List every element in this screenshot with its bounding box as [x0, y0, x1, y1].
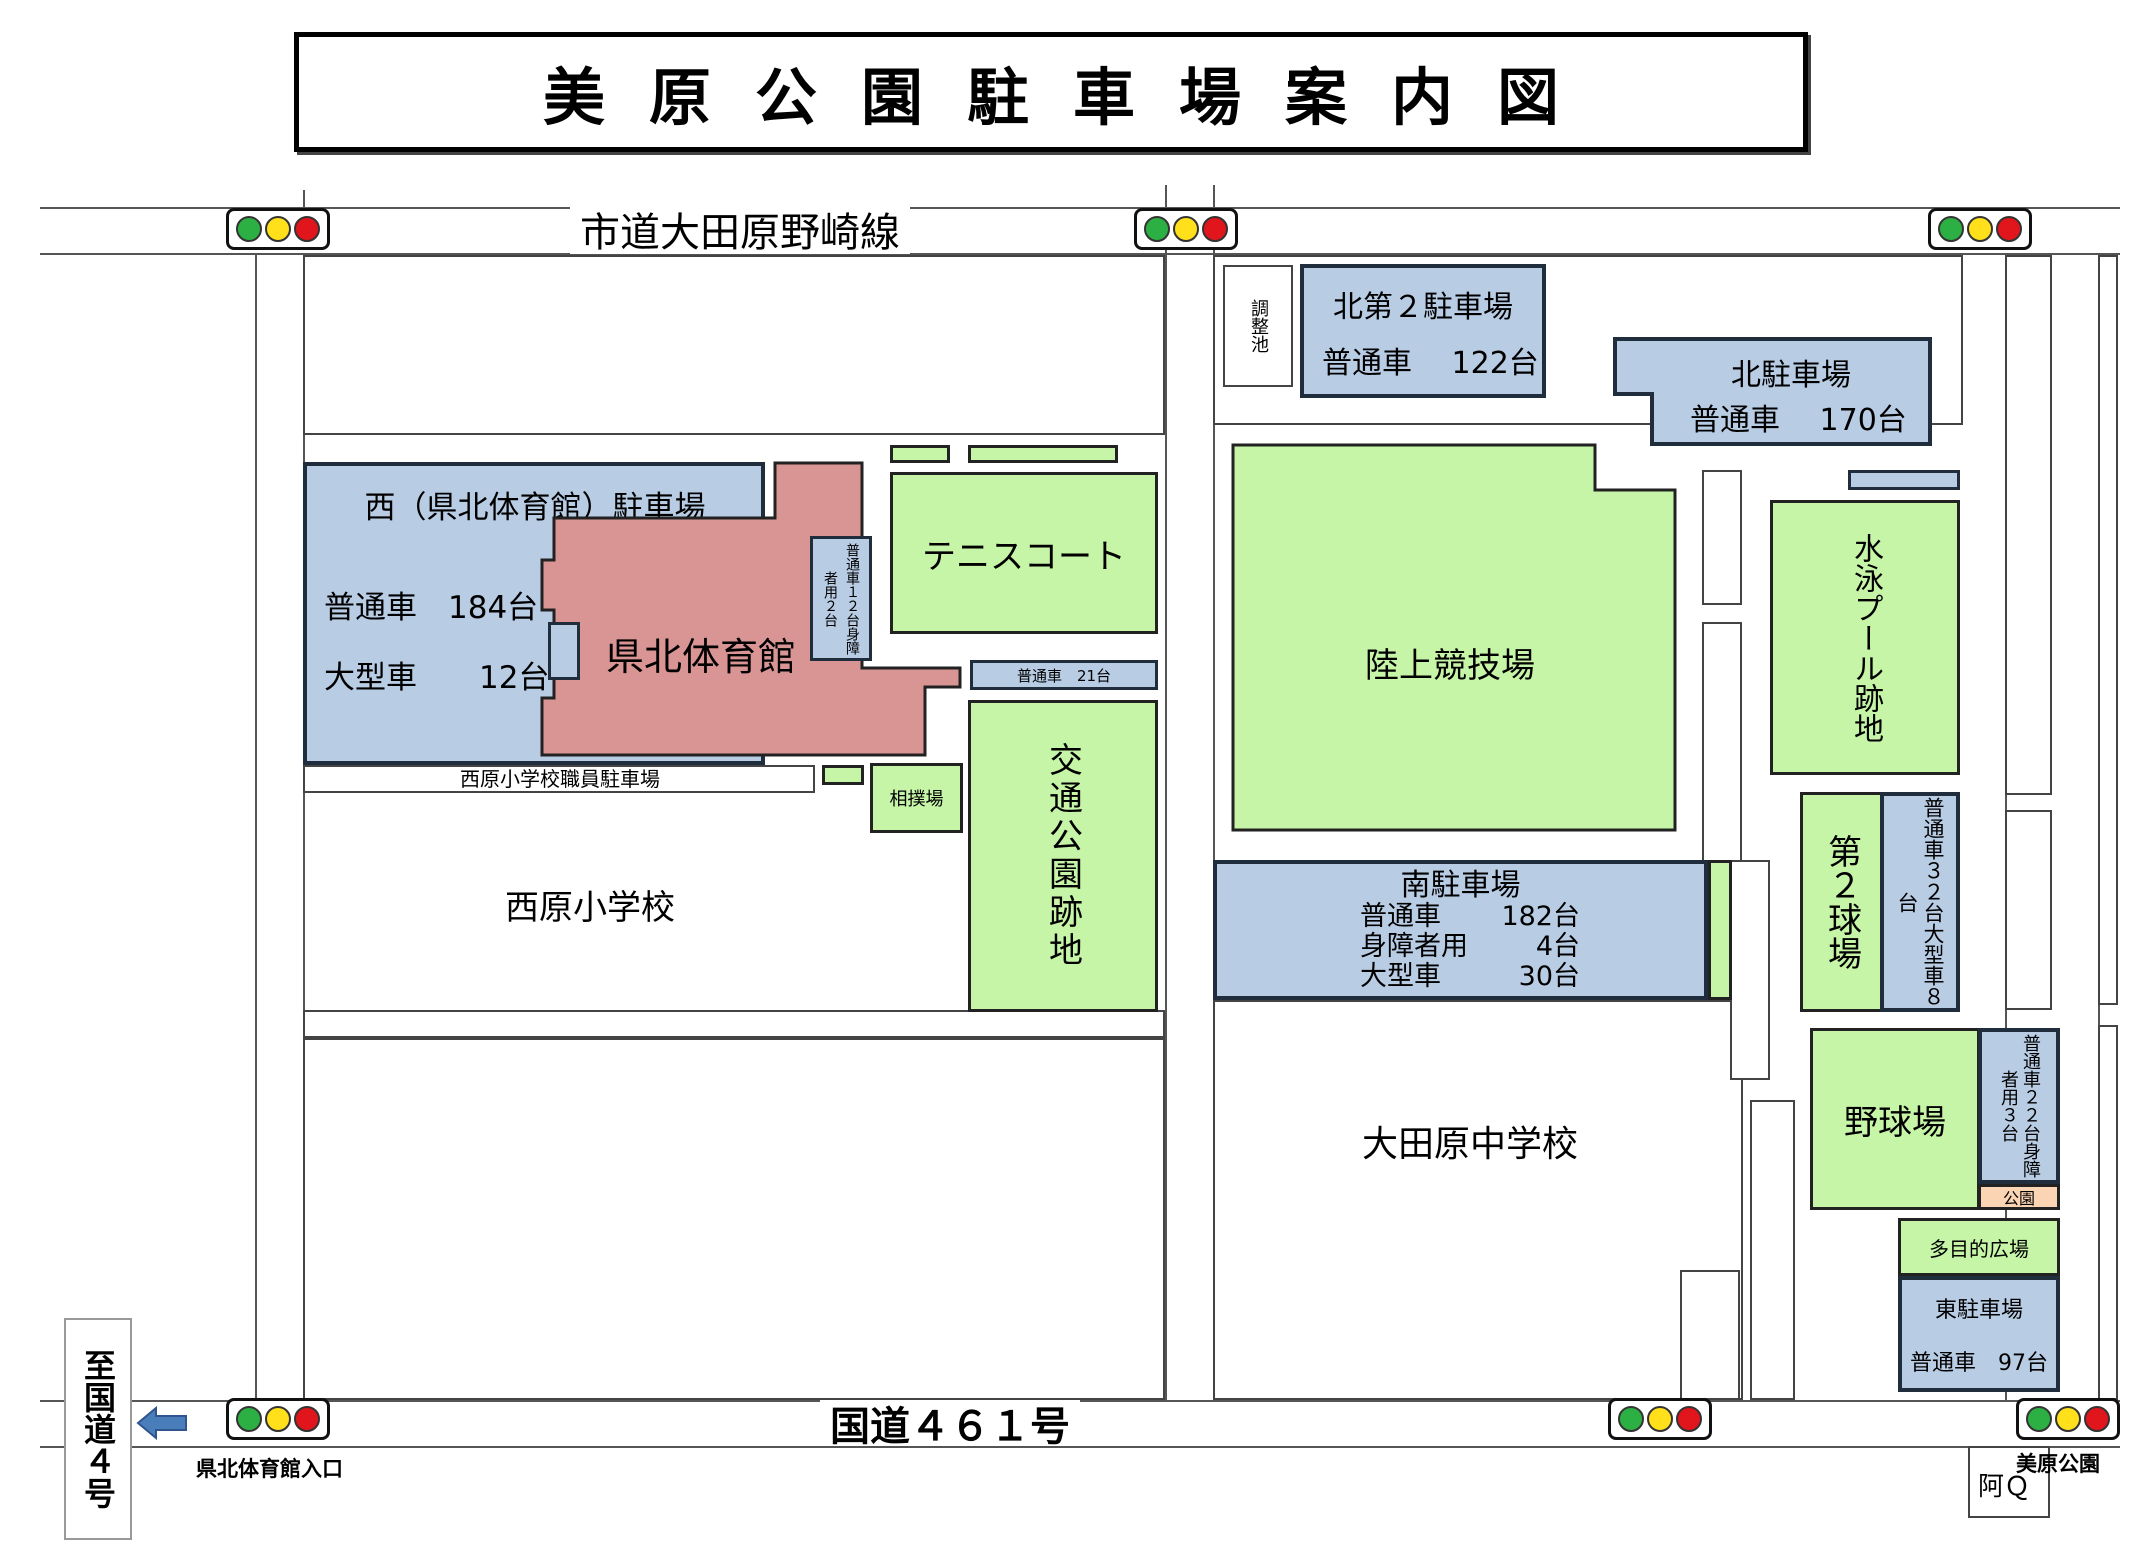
- gym-label: 県北体育館: [605, 635, 796, 679]
- block-east-strip-3: [2098, 255, 2118, 1005]
- west-road-line-1: [255, 253, 257, 1400]
- block-west-middle-road: [303, 1010, 1165, 1038]
- nishihara-staff-label: 西原小学校職員駐車場: [460, 767, 660, 791]
- small-green-bar-2: [968, 445, 1118, 463]
- parking-north2[interactable]: [1300, 264, 1546, 398]
- traffic-park-site[interactable]: 交通公園跡地: [968, 700, 1158, 1012]
- south-road-edge-top: [40, 1400, 2120, 1402]
- junior-high-label: 大田原中学校: [1361, 1124, 1578, 1165]
- map-title: 美原公園駐車場案内図: [294, 32, 1808, 152]
- block-southwest: [303, 1038, 1165, 1400]
- block-path-4: [1680, 1270, 1740, 1400]
- block-path-2: [1702, 622, 1742, 872]
- track-field[interactable]: [1230, 442, 1680, 834]
- pool-top-parking[interactable]: [1848, 470, 1960, 490]
- center-road-line-1: [1165, 185, 1167, 1400]
- parking-south-rows: 普通車 182台 身障者用 4台 大型車 30台: [1360, 902, 1580, 992]
- bus-stop-label: 阿Ｑ: [1978, 1472, 2031, 1502]
- traffic-signal-icon: [226, 208, 330, 250]
- arrow-left-icon: [136, 1406, 187, 1440]
- block-path-5: [1730, 860, 1770, 1080]
- regulating-pond: 調整池: [1223, 265, 1293, 387]
- parking-east[interactable]: [1898, 1276, 2060, 1392]
- entrance-label: 県北体育館入口: [196, 1457, 343, 1481]
- south-road-edge-bottom: [40, 1446, 2120, 1448]
- track-field-label: 陸上競技場: [1365, 646, 1535, 686]
- block-junior-high: [1213, 1000, 1743, 1400]
- block-east-strip-2: [2005, 810, 2052, 1010]
- parking-south-row-label: 大型車: [1360, 961, 1441, 992]
- pool-site[interactable]: 水泳プール跡地: [1770, 500, 1960, 775]
- parking-east-name: 東駐車場: [1934, 1298, 2023, 1323]
- parking-south-row-value: 30台: [1518, 961, 1580, 992]
- traffic-signal-icon: [1608, 1398, 1712, 1440]
- traffic-signal-icon: [2016, 1398, 2120, 1440]
- parking-west-large: 大型車 12台: [324, 660, 550, 696]
- gym-entrance-parking[interactable]: [548, 622, 580, 680]
- south-green-strip: [1708, 860, 1732, 1000]
- block-path-1: [1702, 470, 1742, 605]
- parking-north-regular: 普通車 170台: [1690, 403, 1907, 438]
- block-northwest: [303, 255, 1165, 435]
- parking-gym-side[interactable]: 普通車１２台身障者用２台: [810, 536, 872, 661]
- small-park: 公園: [1978, 1184, 2060, 1210]
- field-2[interactable]: 第２球場: [1800, 792, 1884, 1012]
- traffic-signal-icon: [1928, 208, 2032, 250]
- north-road-edge-bottom: [40, 253, 2120, 255]
- parking-baseball-side[interactable]: 普通車２２台身障者用３台: [1978, 1028, 2060, 1184]
- nishihara-staff-parking: [303, 765, 815, 793]
- parking-field2-side[interactable]: 普通車３２台大型車８台: [1880, 792, 1960, 1012]
- bus-stop-box: [1968, 1446, 2050, 1518]
- parking-south-row-value: 4台: [1535, 931, 1580, 962]
- north-road-edge-top: [40, 207, 2120, 209]
- parking-north-name: 北駐車場: [1731, 358, 1851, 393]
- parking-mid-small[interactable]: 普通車 21台: [970, 660, 1158, 690]
- block-east-strip-4: [2098, 1025, 2118, 1400]
- mihara-park-label: 美原公園: [2016, 1452, 2100, 1476]
- parking-south-name: 南駐車場: [1400, 868, 1521, 903]
- west-road-line-3: [303, 190, 305, 207]
- west-road-line-2: [303, 253, 305, 1400]
- block-east-strip-1: [2005, 255, 2052, 795]
- parking-north[interactable]: [1612, 336, 1934, 448]
- to-route4-sign: 至国道４号: [64, 1318, 132, 1540]
- block-path-3: [1750, 1100, 1795, 1400]
- small-green-bar-1: [890, 445, 950, 463]
- parking-south-row-label: 身障者用: [1360, 931, 1468, 962]
- traffic-signal-icon: [226, 1398, 330, 1440]
- parking-north2-name: 北第２駐車場: [1333, 290, 1513, 325]
- north-road-label: 市道大田原野崎線: [570, 204, 910, 256]
- tennis-court[interactable]: テニスコート: [890, 472, 1158, 634]
- baseball-field[interactable]: 野球場: [1810, 1028, 1980, 1210]
- parking-south[interactable]: [1213, 860, 1708, 1000]
- small-green-sumo-top: [822, 765, 864, 785]
- parking-north2-regular: 普通車 122台: [1322, 346, 1539, 381]
- parking-east-regular: 普通車 97台: [1910, 1351, 2048, 1376]
- multi-purpose-plaza[interactable]: 多目的広場: [1898, 1218, 2060, 1276]
- parking-south-row-label: 普通車: [1360, 901, 1441, 932]
- sumo-ring[interactable]: 相撲場: [870, 763, 963, 833]
- south-road-label: 国道４６１号: [820, 1400, 1080, 1450]
- traffic-signal-icon: [1134, 208, 1238, 250]
- nishihara-school-label: 西原小学校: [505, 888, 675, 928]
- parking-south-row-value: 182台: [1501, 901, 1580, 932]
- center-road-line-2: [1213, 185, 1215, 1400]
- parking-west-regular: 普通車 184台: [324, 590, 539, 626]
